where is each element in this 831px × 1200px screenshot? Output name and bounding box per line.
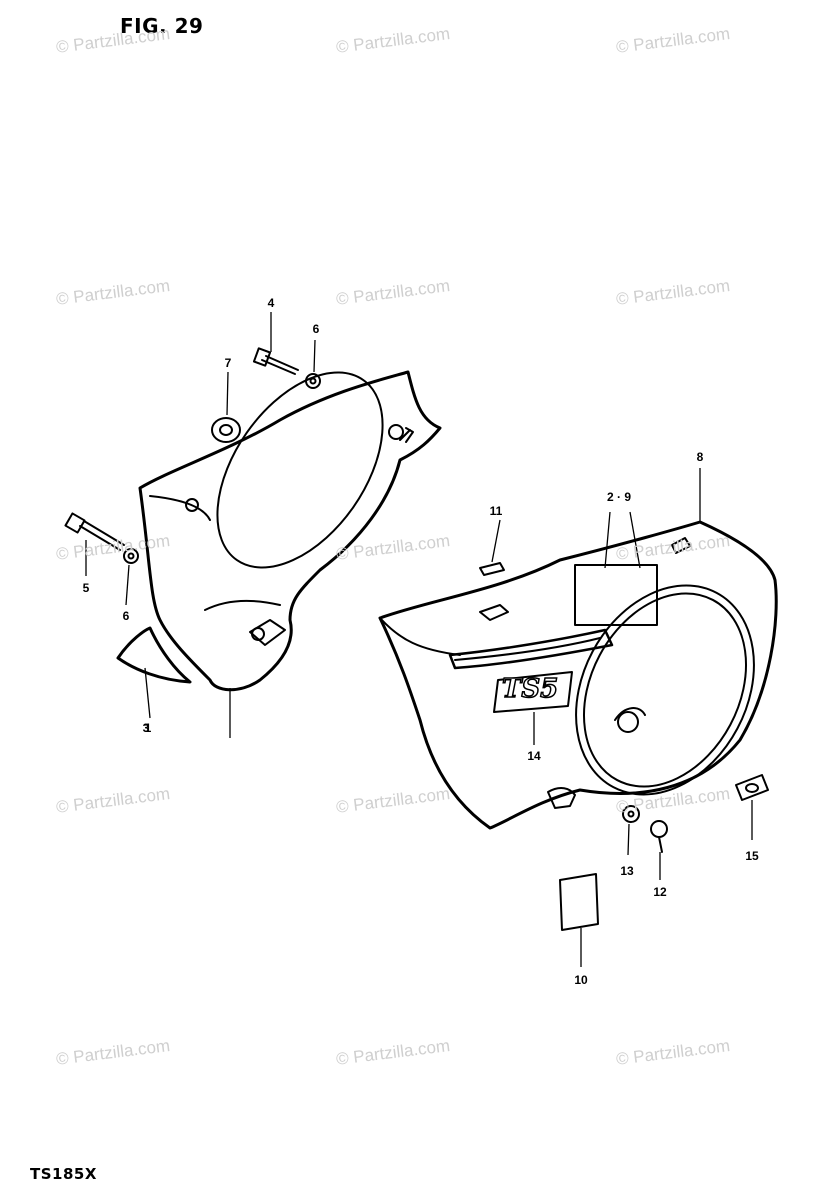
label-10 [559,873,599,931]
model-code: TS185X [30,1165,97,1183]
grommet-15 [735,774,769,801]
callout-11: 11 [489,504,503,518]
emblem-14 [493,671,573,713]
callout-6-top: 6 [312,322,320,336]
callout-14: 14 [527,749,541,763]
right-side-cover [378,520,778,830]
callout-7: 7 [224,356,232,370]
bolt-4 [252,347,299,375]
callout-15: 15 [745,849,759,863]
clip-11 [479,562,505,576]
washer-6-left [123,548,139,564]
screw-12 [650,820,668,853]
bolt-5 [64,512,125,551]
callout-3: 3 [142,721,150,735]
bracket-part [116,626,192,684]
callout-2-9: 2 · 9 [606,490,632,504]
callout-5: 5 [82,581,90,595]
leader-lines [85,312,753,967]
left-side-cover [138,370,442,692]
callout-12: 12 [653,885,667,899]
callout-8: 8 [696,450,704,464]
callout-13: 13 [620,864,634,878]
emblem-text: TS5 [502,674,558,704]
callout-10: 10 [574,973,588,987]
washer-13 [622,805,640,823]
figure-title: FIG. 29 [120,14,204,38]
grommet-7 [211,417,241,443]
callout-1: 1 [144,721,152,735]
callout-6-left: 6 [122,609,130,623]
washer-6-top [305,373,321,389]
callout-4: 4 [267,296,275,310]
